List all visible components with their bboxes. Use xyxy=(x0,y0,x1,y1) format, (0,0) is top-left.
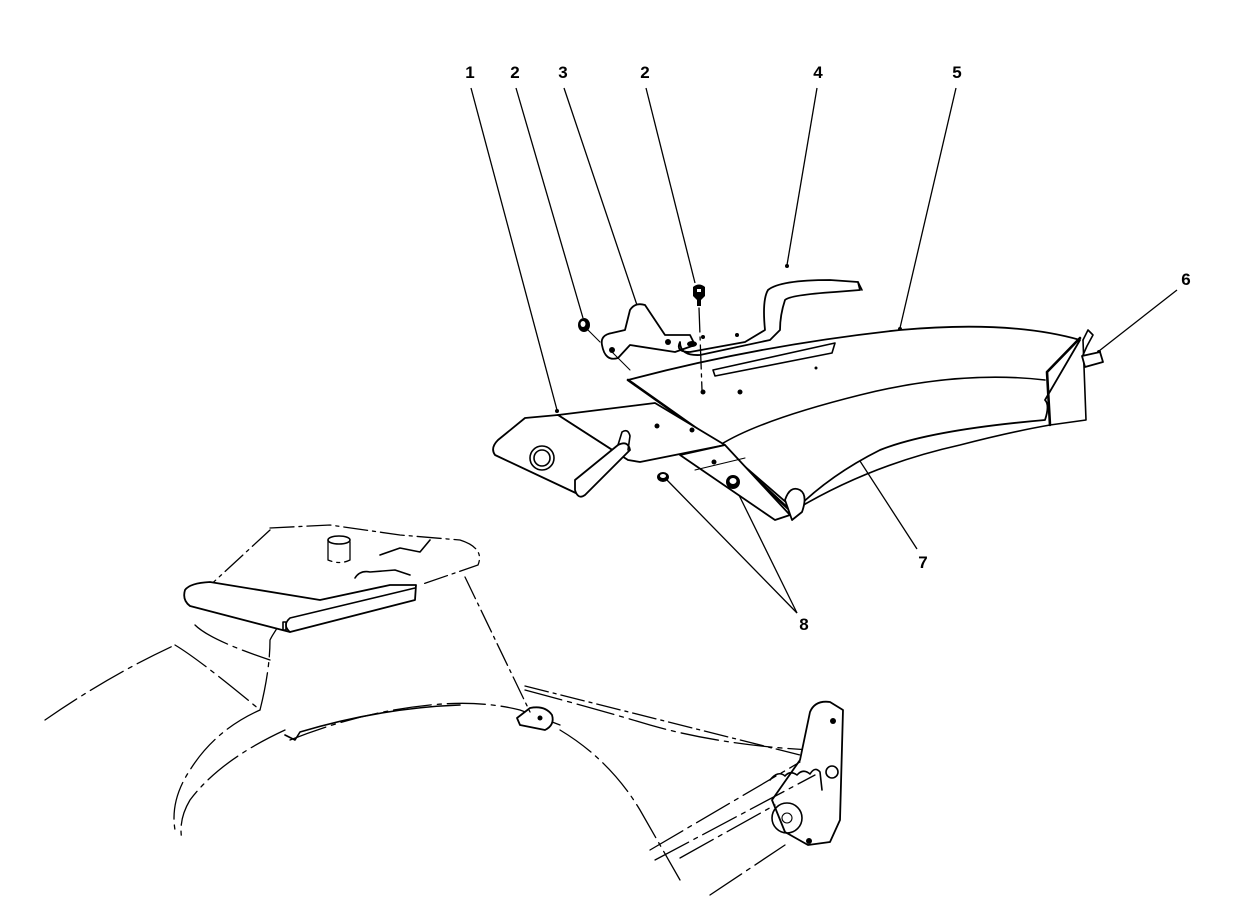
callout-labels: 1 2 3 2 4 5 6 7 8 xyxy=(465,63,1190,634)
callout-8: 8 xyxy=(799,615,808,634)
handle-lever-part xyxy=(677,279,863,356)
screw-left-part xyxy=(578,318,601,343)
callout-2-top: 2 xyxy=(640,63,649,82)
bag-frame-assembly xyxy=(183,524,481,633)
spring-clip-part xyxy=(1081,329,1104,368)
mounting-bracket-part xyxy=(492,402,791,521)
nuts-part xyxy=(657,472,740,489)
mower-housing xyxy=(44,529,811,881)
height-adjust-plate xyxy=(649,700,844,896)
support-strap-part xyxy=(600,303,696,371)
callout-3: 3 xyxy=(558,63,567,82)
callout-6: 6 xyxy=(1181,270,1190,289)
discharge-chute-part xyxy=(626,325,1087,521)
callout-7: 7 xyxy=(918,553,927,572)
callout-1: 1 xyxy=(465,63,474,82)
callout-5: 5 xyxy=(952,63,961,82)
callout-2-left: 2 xyxy=(510,63,519,82)
screw-top-part xyxy=(693,284,705,391)
callout-4: 4 xyxy=(813,63,823,82)
